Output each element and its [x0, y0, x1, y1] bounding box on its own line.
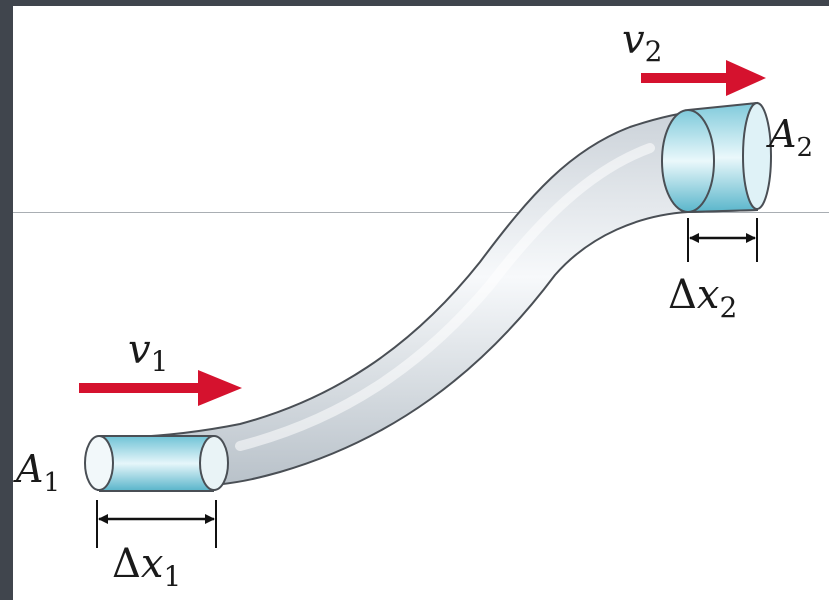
label-dx2-sub: 2	[719, 291, 737, 324]
dimension-dx1	[96, 500, 217, 548]
velocity-arrow-1	[79, 370, 242, 406]
label-dx1-delta: Δ	[112, 541, 141, 587]
label-dx2: Δx2	[668, 272, 737, 324]
fluid-section-1-end-ellipse	[199, 435, 229, 491]
label-dx1: Δx1	[112, 541, 181, 593]
label-A1: A1	[13, 447, 60, 498]
label-v2-base: v	[622, 17, 645, 63]
tube-body	[97, 101, 758, 492]
tube-right-opening	[742, 102, 772, 210]
label-A1-base: A	[13, 447, 43, 491]
label-v2: v2	[622, 17, 662, 68]
fluid-section-2-bottom	[687, 209, 758, 213]
label-dx2-base: x	[697, 272, 720, 318]
label-dx1-sub: 1	[163, 560, 181, 593]
label-dx1-base: x	[141, 541, 164, 587]
velocity-arrow-2	[641, 60, 766, 96]
label-v2-sub: 2	[645, 35, 663, 68]
label-A2-base: A	[766, 112, 796, 156]
divider-line	[13, 212, 829, 213]
fluid-section-2-inner-ellipse	[661, 109, 715, 213]
label-A2: A2	[766, 112, 813, 163]
tube-highlight	[235, 143, 655, 451]
label-A2-sub: 2	[796, 133, 813, 163]
fluid-section-2-top	[687, 102, 758, 111]
label-v1-sub: 1	[151, 345, 169, 378]
label-dx2-delta: Δ	[668, 272, 697, 318]
diagram-panel	[13, 6, 829, 600]
label-A1-sub: 1	[43, 468, 60, 498]
label-v1: v1	[128, 327, 168, 378]
label-v1-base: v	[128, 327, 151, 373]
dimension-dx2	[687, 218, 758, 262]
tube-left-opening	[84, 435, 114, 491]
fluid-section-1	[99, 436, 214, 491]
